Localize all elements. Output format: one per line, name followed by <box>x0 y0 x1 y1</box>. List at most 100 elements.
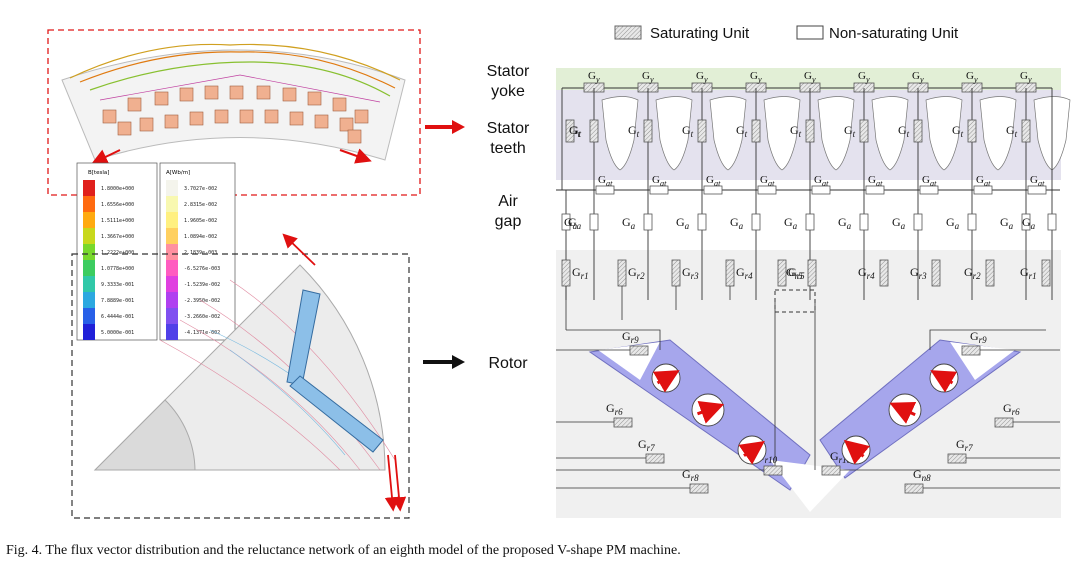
colorbar-swatch <box>83 324 95 340</box>
non-saturating-unit <box>1047 213 1057 231</box>
non-saturating-unit <box>697 213 707 231</box>
colorbar-value: 9.3333e-001 <box>101 282 134 288</box>
conductance-label: Gat <box>1030 174 1045 188</box>
colorbar-swatch <box>83 228 95 244</box>
conductance-label: Gat <box>976 174 991 188</box>
stator-flux-plot <box>47 29 465 196</box>
colorbar-swatch <box>166 180 178 196</box>
conductance-label: Ga <box>676 215 690 231</box>
colorbar-value: -1.5239e-002 <box>184 282 220 288</box>
colorbar-value: 1.8000e+000 <box>101 186 134 192</box>
conductance-label: Ga <box>564 215 578 231</box>
colorbar-swatch <box>83 276 95 292</box>
saturating-unit <box>763 465 783 476</box>
saturating-unit <box>859 119 869 143</box>
conductance-label: Gr4 <box>736 265 753 281</box>
conductance-label: Gt <box>898 123 910 139</box>
colorbar-swatch <box>83 308 95 324</box>
saturating-unit <box>947 453 967 464</box>
non-saturating-unit <box>805 213 815 231</box>
colorbar-swatch <box>166 308 178 324</box>
saturating-label: Saturating Unit <box>650 25 750 42</box>
colorbar-swatch <box>166 292 178 308</box>
non-saturating-unit <box>919 185 939 195</box>
colorbar-swatch <box>166 260 178 276</box>
conductance-label: Gt <box>628 123 640 139</box>
saturating-unit <box>561 259 571 287</box>
saturating-unit <box>689 483 709 494</box>
conductance-label: Gr2 <box>628 265 645 281</box>
conductance-label: Gt <box>570 123 582 139</box>
colorbar-swatch <box>166 228 178 244</box>
conductance-label: Gy <box>750 70 762 84</box>
non-saturating-unit <box>595 185 615 195</box>
colorbar-value: 1.3667e+000 <box>101 234 134 240</box>
saturating-unit <box>671 259 681 287</box>
saturating-unit <box>697 119 707 143</box>
label-rotor: Rotor <box>488 355 528 372</box>
conductance-label: Ga <box>784 215 798 231</box>
conductance-label: Gy <box>912 70 924 84</box>
conductance-label: Gr5 <box>786 265 803 281</box>
conductance-label: Gat <box>922 174 937 188</box>
conductance-label: Gt <box>682 123 694 139</box>
colorbar-swatch <box>166 324 178 340</box>
saturating-unit <box>821 465 841 476</box>
colorbar-value: 1.0778e+000 <box>101 266 134 272</box>
conductance-label: Ga <box>838 215 852 231</box>
reluctance-network: GyGyGyGyGyGyGyGyGyGtGtGtGtGtGtGtGtGtGtGa… <box>556 68 1071 518</box>
colorbar-swatch <box>83 196 95 212</box>
non-saturating-unit <box>913 213 923 231</box>
saturating-unit <box>589 119 599 143</box>
non-saturating-unit <box>649 185 669 195</box>
conductance-label: Ga <box>892 215 906 231</box>
colorbar-value: 1.2222e+000 <box>101 250 134 256</box>
conductance-label: Gat <box>868 174 883 188</box>
colorbar-value: 5.0000e-001 <box>101 330 134 336</box>
conductance-label: Gt <box>844 123 856 139</box>
non-saturating-unit <box>1027 185 1047 195</box>
rotor-flux-plot <box>71 233 465 519</box>
saturating-swatch <box>614 25 642 40</box>
colorbar-value: 2.1839e-003 <box>184 250 217 256</box>
non-saturating-unit <box>589 213 599 231</box>
conductance-label: Ga <box>946 215 960 231</box>
non-saturating-unit <box>751 213 761 231</box>
conductance-label: Gn8 <box>913 467 931 483</box>
saturating-unit <box>904 483 924 494</box>
saturating-unit <box>613 417 633 428</box>
colorbar-value: 1.9605e-002 <box>184 218 217 224</box>
conductance-label: Gr2 <box>964 265 981 281</box>
conductance-label: Gr6 <box>1003 401 1020 417</box>
conductance-label: Gr5 <box>788 265 805 281</box>
non-saturating-unit <box>561 213 571 231</box>
saturating-unit <box>725 259 735 287</box>
saturating-unit <box>931 259 941 287</box>
conductance-label: Gt <box>952 123 964 139</box>
saturating-unit <box>645 453 665 464</box>
conductance-label: Gt <box>790 123 802 139</box>
non-saturating-unit <box>703 185 723 195</box>
colorbar-swatch <box>83 180 95 196</box>
conductance-label: Gr7 <box>638 437 655 453</box>
figure-caption: Fig. 4. The flux vector distribution and… <box>6 543 681 558</box>
colorbar-value: 6.4444e-001 <box>101 314 134 320</box>
saturating-unit <box>617 259 627 287</box>
colorbar-value: 7.8889e-001 <box>101 298 134 304</box>
conductance-label: Ga <box>730 215 744 231</box>
conductance-label: Gat <box>706 174 721 188</box>
conductance-label: Gr6 <box>606 401 623 417</box>
colorbar-swatch <box>166 196 178 212</box>
colorbar-swatch <box>83 212 95 228</box>
colorbar-swatch <box>166 212 178 228</box>
colorbar-swatch <box>166 276 178 292</box>
conductance-label: Gr3 <box>682 265 699 281</box>
conductance-label: Gr8 <box>682 467 699 483</box>
saturating-unit <box>967 119 977 143</box>
conductance-label: Gr4 <box>858 265 875 281</box>
non-saturating-unit <box>757 185 777 195</box>
saturating-unit <box>994 417 1014 428</box>
